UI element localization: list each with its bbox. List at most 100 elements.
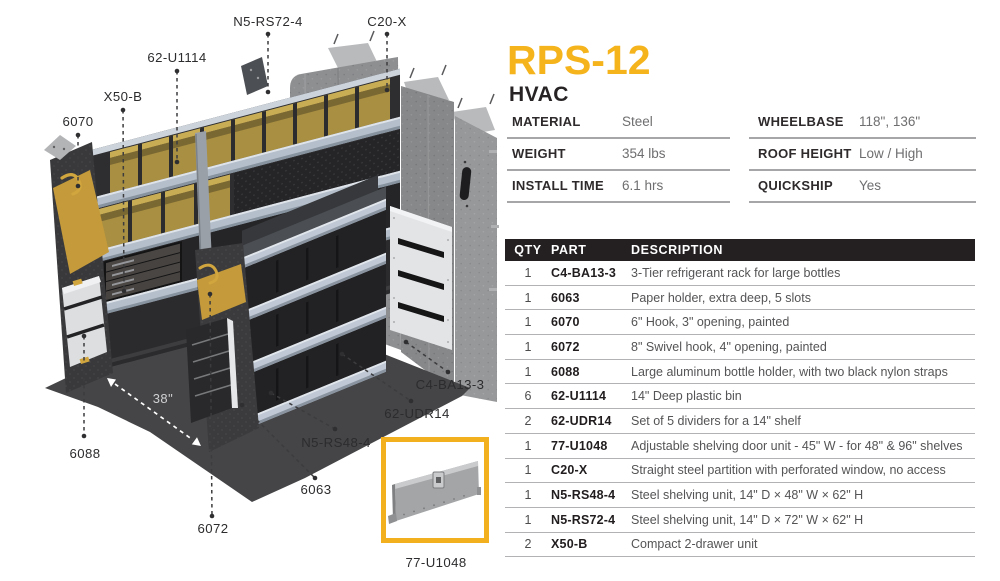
spec-label: WHEELBASE xyxy=(758,114,844,129)
parts-table-header: QTY PART DESCRIPTION xyxy=(505,239,975,261)
cell-description: 6" Hook, 3" opening, painted xyxy=(631,315,790,330)
cell-qty: 1 xyxy=(524,339,532,354)
table-row: 6 62-U1114 14" Deep plastic bin xyxy=(505,384,975,410)
spec-label: ROOF HEIGHT xyxy=(758,146,852,161)
cell-part: 6088 xyxy=(551,364,580,379)
callout-c20x: C20-X xyxy=(367,14,406,29)
spec-row-material: MATERIAL Steel xyxy=(507,107,730,139)
cell-part: N5-RS48-4 xyxy=(551,488,616,503)
cell-part: 6072 xyxy=(551,339,580,354)
table-row: 2 X50-B Compact 2-drawer unit xyxy=(505,533,975,558)
callout-leaders xyxy=(75,31,451,519)
cell-part: N5-RS72-4 xyxy=(551,512,616,527)
table-row: 1 6088 Large aluminum bottle holder, wit… xyxy=(505,360,975,385)
callout-n5rs48: N5-RS48-4 xyxy=(301,435,371,450)
callout-6072: 6072 xyxy=(198,521,229,536)
cell-qty: 1 xyxy=(524,488,532,503)
dimension-label: 38" xyxy=(153,391,174,406)
cell-description: Steel shelving unit, 14" D × 72" W × 62"… xyxy=(631,512,864,527)
hook-6070 xyxy=(60,173,82,196)
cell-part: 62-U1114 xyxy=(551,389,607,404)
spec-label: MATERIAL xyxy=(512,114,581,129)
cell-part: 6063 xyxy=(551,290,580,305)
cell-qty: 1 xyxy=(524,265,532,280)
cell-description: Straight steel partition with perforated… xyxy=(631,463,946,478)
shelving-unit-48 xyxy=(186,174,452,452)
spec-value: 354 lbs xyxy=(622,146,666,161)
callout-62u1114: 62-U1114 xyxy=(147,50,206,65)
spec-value: Steel xyxy=(622,114,653,129)
table-row: 1 N5-RS72-4 Steel shelving unit, 14" D ×… xyxy=(505,508,975,533)
yellow-stripe xyxy=(53,170,109,274)
callout-62udr14: 62-UDR14 xyxy=(384,406,450,421)
cell-qty: 6 xyxy=(524,389,532,404)
flange-pins xyxy=(333,30,495,109)
col-header-qty: QTY xyxy=(514,243,542,257)
cell-description: Adjustable shelving door unit - 45" W - … xyxy=(631,438,963,453)
cell-description: Compact 2-drawer unit xyxy=(631,537,758,552)
cell-description: Steel shelving unit, 14" D × 48" W × 62"… xyxy=(631,488,864,503)
callout-6070: 6070 xyxy=(63,114,94,129)
cell-part: 6070 xyxy=(551,315,580,330)
cell-part: 77-U1048 xyxy=(551,438,608,453)
cell-qty: 1 xyxy=(524,463,532,478)
cell-description: 14" Deep plastic bin xyxy=(631,389,742,404)
cell-description: Paper holder, extra deep, 5 slots xyxy=(631,290,811,305)
callout-6088: 6088 xyxy=(70,446,101,461)
refrigerant-rack-c4 xyxy=(390,206,452,350)
yellow-stripe xyxy=(197,264,246,320)
callout-6063: 6063 xyxy=(301,482,332,497)
cell-qty: 1 xyxy=(524,364,532,379)
spec-row-weight: WEIGHT 354 lbs xyxy=(507,139,730,171)
dimension-38in: 38" xyxy=(107,378,201,446)
shelving-package-diagram: 38" xyxy=(44,14,499,570)
cell-description: Set of 5 dividers for a 14" shelf xyxy=(631,413,801,428)
table-row: 1 N5-RS48-4 Steel shelving unit, 14" D ×… xyxy=(505,483,975,508)
cell-qty: 2 xyxy=(524,413,532,428)
cell-part: C20-X xyxy=(551,463,588,478)
callout-c4ba13: C4-BA13-3 xyxy=(416,377,485,392)
spec-value: 118", 136" xyxy=(859,114,921,129)
cell-part: 62-UDR14 xyxy=(551,413,612,428)
spec-row-quickship: QUICKSHIP Yes xyxy=(749,171,976,203)
table-row: 1 C20-X Straight steel partition with pe… xyxy=(505,459,975,484)
door-handle xyxy=(459,167,472,200)
mounting-bracket xyxy=(44,135,76,160)
table-row: 1 C4-BA13-3 3-Tier refrigerant rack for … xyxy=(505,261,975,286)
spec-row-roof-height: ROOF HEIGHT Low / High xyxy=(749,139,976,171)
cell-qty: 1 xyxy=(524,290,532,305)
table-row: 1 6072 8" Swivel hook, 4" opening, paint… xyxy=(505,335,975,360)
col-header-part: PART xyxy=(551,243,587,257)
table-row: 2 62-UDR14 Set of 5 dividers for a 14" s… xyxy=(505,409,975,434)
table-row: 1 77-U1048 Adjustable shelving door unit… xyxy=(505,434,975,459)
cell-description: 3-Tier refrigerant rack for large bottle… xyxy=(631,265,841,280)
partition-wing-panel xyxy=(455,116,497,402)
callout-x50b: X50-B xyxy=(104,89,143,104)
spec-row-wheelbase: WHEELBASE 118", 136" xyxy=(749,107,976,139)
col-header-description: DESCRIPTION xyxy=(631,243,724,257)
cell-qty: 1 xyxy=(524,315,532,330)
hook-6072 xyxy=(198,263,219,285)
spec-value: Yes xyxy=(859,178,882,193)
mounting-bracket xyxy=(241,57,268,95)
paper-holder-6063 xyxy=(186,318,238,423)
callout-77u1048: 77-U1048 xyxy=(405,555,466,570)
shelving-door-77u1048 xyxy=(388,461,481,524)
arrowhead xyxy=(191,437,201,446)
cell-description: 8" Swivel hook, 4" opening, painted xyxy=(631,339,827,354)
callout-n5rs72: N5-RS72-4 xyxy=(233,14,303,29)
table-row: 1 6070 6" Hook, 3" opening, painted xyxy=(505,310,975,336)
spec-label: WEIGHT xyxy=(512,146,566,161)
cell-part: X50-B xyxy=(551,537,588,552)
door-inset xyxy=(381,437,489,543)
arrowhead xyxy=(107,378,116,387)
bottle-holder-6088 xyxy=(62,276,107,367)
spec-table-left: MATERIAL Steel WEIGHT 354 lbs INSTALL TI… xyxy=(507,107,730,203)
table-row: 1 6063 Paper holder, extra deep, 5 slots xyxy=(505,286,975,311)
parts-table: QTY PART DESCRIPTION 1 C4-BA13-3 3-Tier … xyxy=(505,239,975,558)
cell-qty: 1 xyxy=(524,512,532,527)
spec-table-right: WHEELBASE 118", 136" ROOF HEIGHT Low / H… xyxy=(749,107,976,203)
spec-label: INSTALL TIME xyxy=(512,178,604,193)
page-title: RPS-12 xyxy=(507,37,651,83)
